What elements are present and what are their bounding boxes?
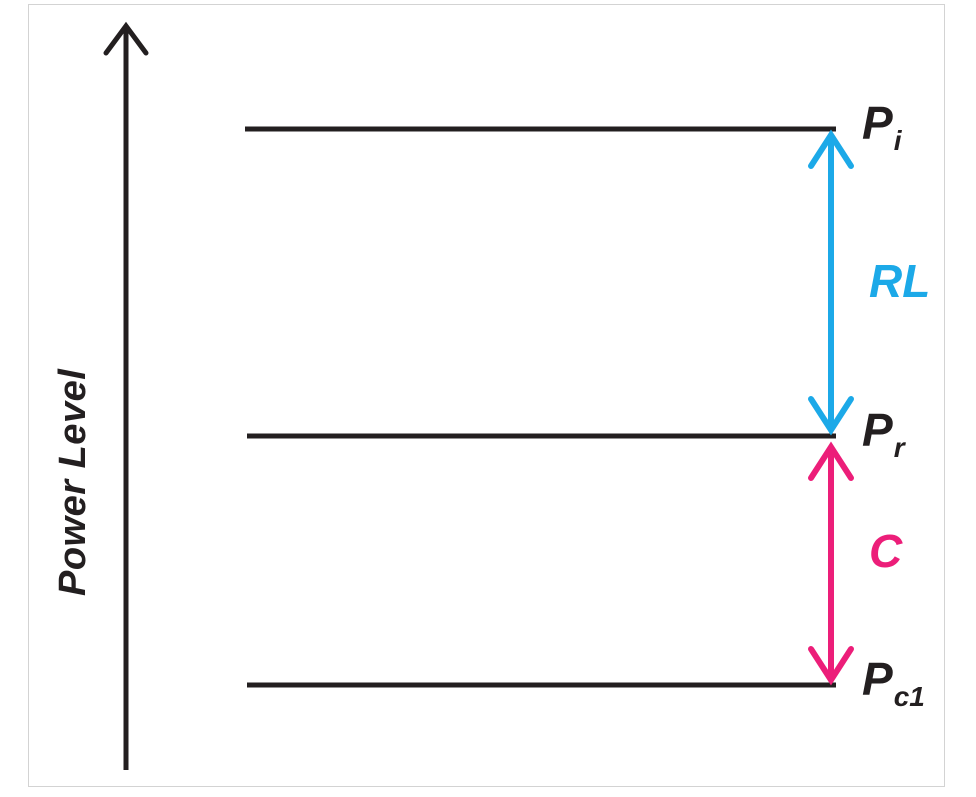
level-symbol-pc1: P <box>862 653 893 705</box>
level-symbol-pr: P <box>862 404 893 456</box>
axis-title-power-level: Power Level <box>52 368 94 596</box>
level-symbol-pi: P <box>862 97 893 149</box>
c-arrowhead-up-icon <box>808 441 854 481</box>
level-label-pr: Pr <box>862 404 905 462</box>
level-label-pc1: Pc1 <box>862 653 925 711</box>
level-subscript-pi: i <box>893 125 902 156</box>
rl-arrowhead-up-icon <box>808 129 854 169</box>
level-subscript-pc1: c1 <box>893 681 925 712</box>
c-arrowhead-down-icon <box>808 646 854 686</box>
level-subscript-pr: r <box>893 432 905 463</box>
axis-arrowhead-icon <box>103 21 149 56</box>
rl-arrowhead-down-icon <box>808 396 854 436</box>
gap-label-rl: RL <box>869 255 931 307</box>
power-level-axis <box>103 21 149 770</box>
c-gap-arrow <box>808 441 854 686</box>
level-label-pi: Pi <box>862 97 901 155</box>
rl-gap-arrow <box>808 129 854 436</box>
gap-label-c: C <box>869 525 903 577</box>
figure-border <box>28 4 945 787</box>
